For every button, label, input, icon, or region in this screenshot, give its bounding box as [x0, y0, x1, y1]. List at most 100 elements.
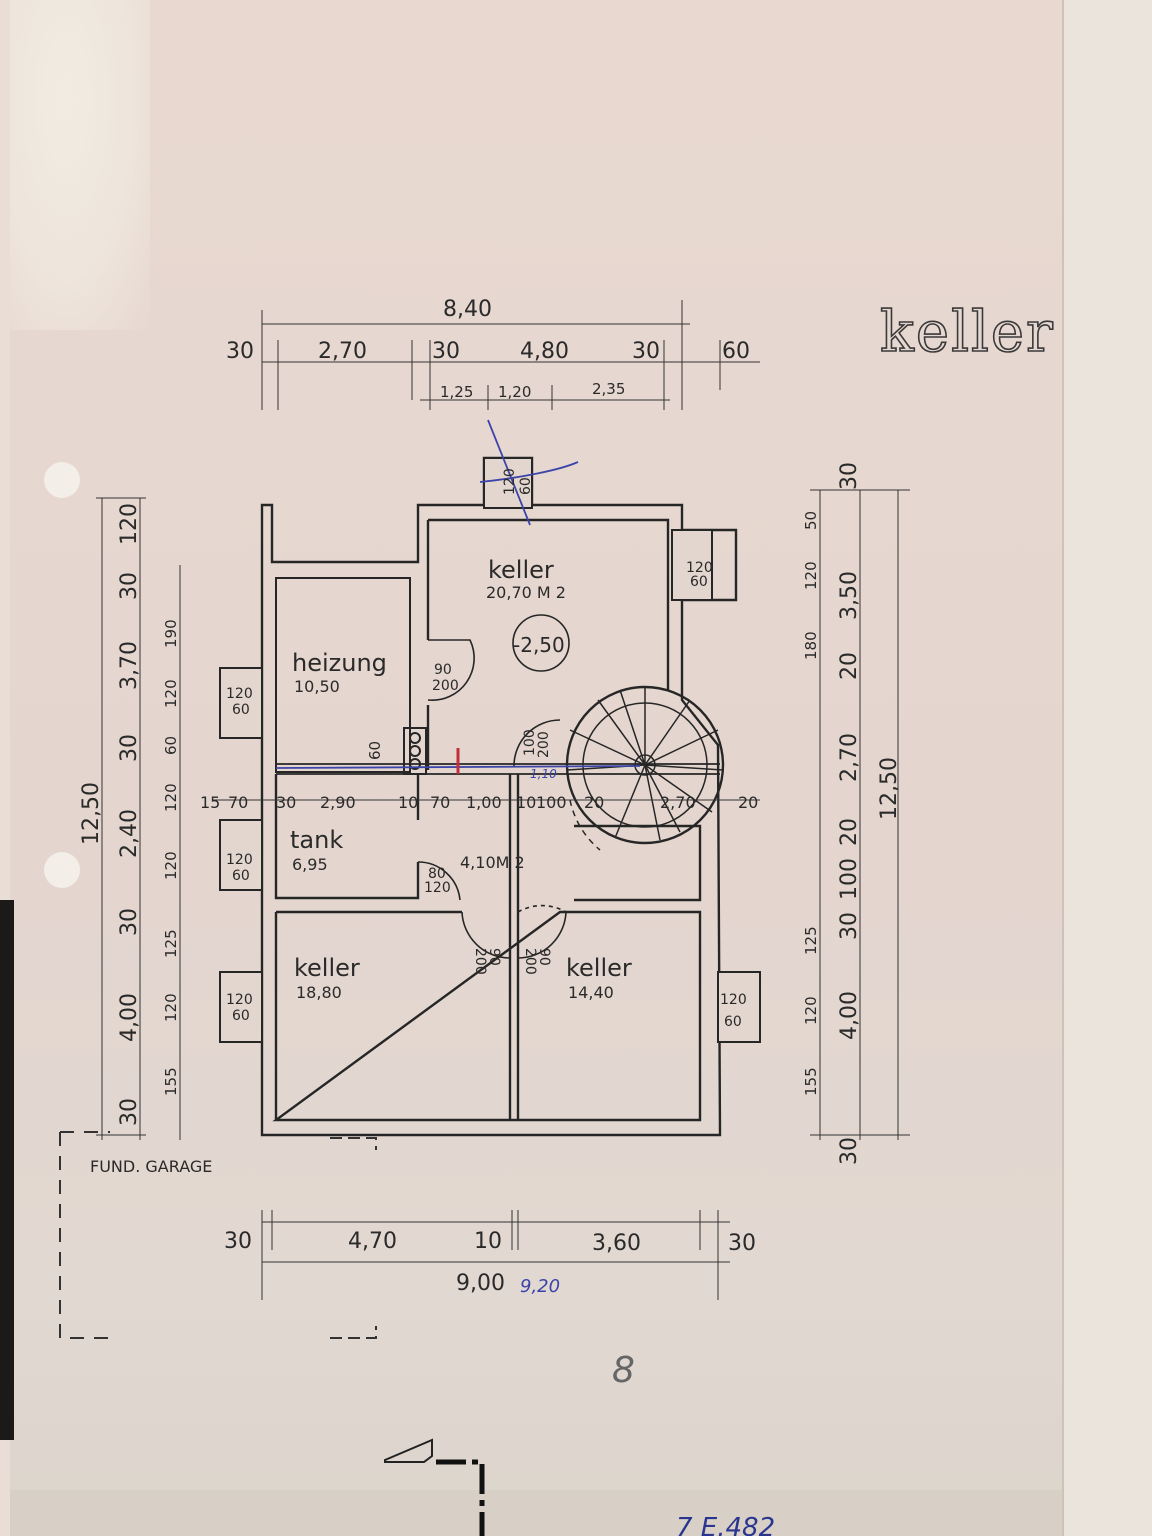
svg-text:155: 155	[802, 1067, 820, 1096]
svg-text:15: 15	[200, 793, 220, 812]
paper-sheet	[10, 0, 1062, 1536]
svg-text:100: 100	[837, 858, 862, 900]
svg-text:120: 120	[162, 783, 180, 812]
svg-text:30: 30	[117, 572, 142, 600]
svg-text:12,50: 12,50	[877, 757, 902, 820]
svg-text:2,90: 2,90	[320, 793, 356, 812]
sheet-title: keller	[879, 299, 1055, 366]
svg-text:10: 10	[516, 793, 536, 812]
svg-text:30: 30	[224, 1229, 252, 1254]
svg-text:20: 20	[837, 652, 862, 680]
door-swings	[417, 639, 567, 959]
svg-text:155: 155	[162, 1067, 180, 1096]
svg-text:1,00: 1,00	[466, 793, 502, 812]
svg-text:3,70: 3,70	[117, 641, 142, 690]
svg-text:125: 125	[802, 926, 820, 955]
svg-text:120: 120	[117, 503, 142, 545]
svg-text:10,50: 10,50	[294, 677, 340, 696]
svg-text:30: 30	[632, 339, 660, 364]
svg-text:keller: keller	[488, 556, 554, 584]
svg-text:120: 120	[686, 560, 713, 576]
svg-text:100: 100	[522, 729, 538, 756]
punch-hole-bottom	[44, 852, 80, 888]
svg-text:2,35: 2,35	[592, 380, 625, 398]
spiral-staircase	[565, 685, 725, 851]
svg-text:30: 30	[117, 908, 142, 936]
svg-text:70: 70	[430, 793, 450, 812]
svg-text:4,00: 4,00	[117, 993, 142, 1042]
svg-text:120: 120	[162, 993, 180, 1022]
svg-text:30: 30	[276, 793, 296, 812]
svg-text:120: 120	[802, 996, 820, 1025]
bottom-note: 7 E.482	[676, 1513, 775, 1536]
section-marker-icon	[384, 1438, 433, 1463]
svg-text:120: 120	[162, 851, 180, 880]
svg-text:12,50: 12,50	[79, 782, 104, 845]
dims-middle: 15 70 30 2,90 10 70 1,00 10 100 20 2,70 …	[200, 793, 758, 812]
paper-fold	[10, 1490, 1062, 1536]
svg-text:30: 30	[226, 339, 254, 364]
dimension-lines	[96, 300, 910, 1300]
svg-text:90: 90	[486, 948, 502, 966]
svg-text:18,80: 18,80	[296, 983, 342, 1002]
svg-text:9,20: 9,20	[520, 1276, 560, 1297]
svg-text:3,60: 3,60	[592, 1231, 641, 1256]
dims-top: 8,40 30 2,70 30 4,80 30 60 1,25 1,20 2,3…	[226, 297, 750, 401]
svg-text:120: 120	[424, 880, 451, 896]
svg-text:30: 30	[837, 462, 862, 490]
chimney	[403, 727, 427, 775]
svg-text:20: 20	[584, 793, 604, 812]
svg-text:190: 190	[162, 619, 180, 648]
svg-text:200: 200	[432, 678, 459, 694]
svg-text:60: 60	[232, 868, 250, 884]
svg-text:30: 30	[117, 734, 142, 762]
svg-text:60: 60	[722, 339, 750, 364]
svg-text:4,00: 4,00	[837, 991, 862, 1040]
svg-text:120: 120	[162, 679, 180, 708]
svg-text:60: 60	[366, 741, 384, 760]
dims-left: 12,50 120 30 3,70 30 2,40 30 4,00 30 190…	[79, 503, 384, 1126]
svg-text:30: 30	[432, 339, 460, 364]
svg-text:10: 10	[398, 793, 418, 812]
svg-text:100: 100	[536, 793, 567, 812]
dims-bottom: 30 4,70 10 3,60 30 9,00 9,20	[224, 1229, 756, 1297]
adjacent-sheet	[1062, 0, 1152, 1536]
water-stain	[10, 0, 150, 330]
stair-note: 1,10	[530, 767, 557, 781]
level-marker	[512, 614, 570, 672]
svg-text:60: 60	[724, 1014, 742, 1030]
svg-text:60: 60	[518, 477, 534, 495]
svg-text:90: 90	[536, 948, 552, 966]
svg-text:4,10M 2: 4,10M 2	[460, 853, 525, 872]
svg-text:10: 10	[474, 1229, 502, 1254]
svg-text:2,70: 2,70	[318, 339, 367, 364]
svg-text:6,95: 6,95	[292, 855, 328, 874]
background-edge	[0, 900, 14, 1440]
svg-text:200: 200	[522, 948, 538, 975]
svg-text:3,50: 3,50	[837, 571, 862, 620]
garage-label: FUND. GARAGE	[90, 1157, 212, 1176]
section-line	[436, 1459, 485, 1536]
svg-text:60: 60	[690, 574, 708, 590]
svg-text:2,40: 2,40	[117, 809, 142, 858]
svg-text:120: 120	[226, 992, 253, 1008]
svg-text:heizung: heizung	[292, 649, 387, 677]
svg-text:1,25: 1,25	[440, 383, 473, 401]
svg-text:120: 120	[226, 852, 253, 868]
svg-text:14,40: 14,40	[568, 983, 614, 1002]
svg-text:keller: keller	[566, 954, 632, 982]
svg-text:60: 60	[232, 1008, 250, 1024]
svg-text:4,80: 4,80	[520, 339, 569, 364]
punch-hole-top	[44, 462, 80, 498]
svg-text:8,40: 8,40	[443, 297, 492, 322]
svg-text:tank: tank	[290, 826, 343, 854]
svg-text:30: 30	[837, 1137, 862, 1165]
svg-text:200: 200	[472, 948, 488, 975]
svg-text:1,20: 1,20	[498, 383, 531, 401]
svg-text:keller: keller	[294, 954, 360, 982]
svg-text:60: 60	[232, 702, 250, 718]
window-boxes	[219, 457, 761, 1043]
svg-text:80: 80	[428, 866, 446, 882]
